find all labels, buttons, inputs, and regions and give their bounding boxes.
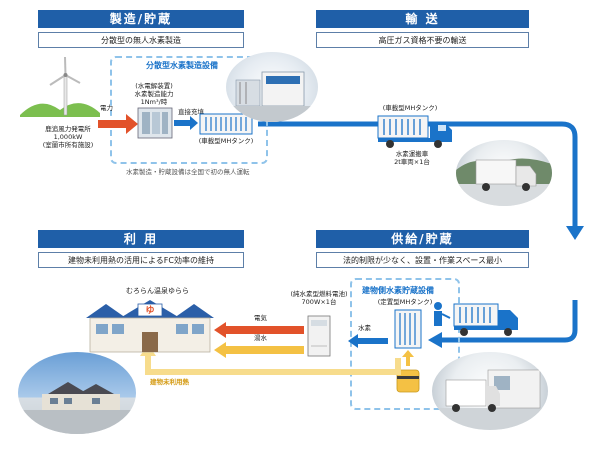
unused-heat-label: 建物未利用熱 [150,378,189,386]
storage-facility-title: 建物側水素貯蔵設備 [362,286,434,295]
electrolyzer-label-1: (水電解装置) [135,82,173,90]
hot-water-label: 湯水 [254,334,267,342]
hot-water-arrow [214,342,304,358]
electricity-label: 電気 [254,314,267,322]
fuel-cell-unit-icon [307,315,331,357]
hot-spring-photo [18,352,136,434]
power-arrow [98,114,138,134]
transport-truck-icon [377,115,452,148]
transport-truck-photo [456,140,552,206]
supply-header: 供給/貯蔵 [316,230,529,248]
stationary-mh-tank-icon [394,309,422,349]
direct-fill-label: 直接充填 [178,108,204,116]
wind-farm-label-3: (室蘭市所有施設) [42,141,94,149]
production-caption: 水素製造・貯蔵設備は全国で初の無人運転 [126,168,250,176]
production-subtitle: 分散型の無人水素製造 [38,32,244,48]
wind-turbine-icon [20,56,100,117]
wind-farm-label-2: 1,000kW [53,133,83,141]
hydrogen-label: 水素 [358,324,371,332]
production-facility-photo [226,52,318,122]
electrolyzer-icon [137,107,173,139]
building-name: むろらん温泉ゆらら [126,287,189,295]
storage-facility-box [350,278,460,410]
water-heater-icon [396,369,420,393]
fuel-cell-label-1: (純水素型燃料電池) [290,290,348,298]
direct-fill-arrow [174,116,198,130]
supply-subtitle: 法的制限が少なく、設置・作業スペース最小 [316,252,529,268]
stationary-tank-label: (定置型MHタンク) [377,298,433,306]
production-facility-title: 分散型水素製造設備 [146,61,218,70]
mh-tank-label: (車載型MHタンク) [198,137,254,145]
utilization-header: 利 用 [38,230,244,248]
building-sign: ゆ [145,305,154,316]
vehicle-label-2: 2t車両×1台 [394,158,430,166]
hydrogen-to-fc-arrow [348,334,388,348]
electrolyzer-label-2: 水素製造能力 [134,90,174,98]
fuel-cell-label-2: 700W×1台 [301,298,337,306]
delivery-truck-icon [434,302,518,336]
truck-tank-label: (車載型MHタンク) [382,104,438,112]
electricity-arrow [214,322,304,338]
power-label: 電力 [100,104,113,112]
production-header: 製造/貯蔵 [38,10,244,28]
hot-spring-building-icon: ゆ [86,300,214,353]
heat-up-arrow [402,350,414,366]
electrolyzer-label-3: 1Nm³/時 [140,98,168,106]
utilization-subtitle: 建物未利用熱の活用によるFC効率の維持 [38,252,244,268]
transport-subtitle: 高圧ガス資格不要の輸送 [316,32,529,48]
transport-header: 輸 送 [316,10,529,28]
vehicle-label-1: 水素運搬車 [395,150,429,158]
wind-farm-label-1: 鹿追風力発電所 [45,125,91,133]
storage-facility-photo [432,352,548,430]
